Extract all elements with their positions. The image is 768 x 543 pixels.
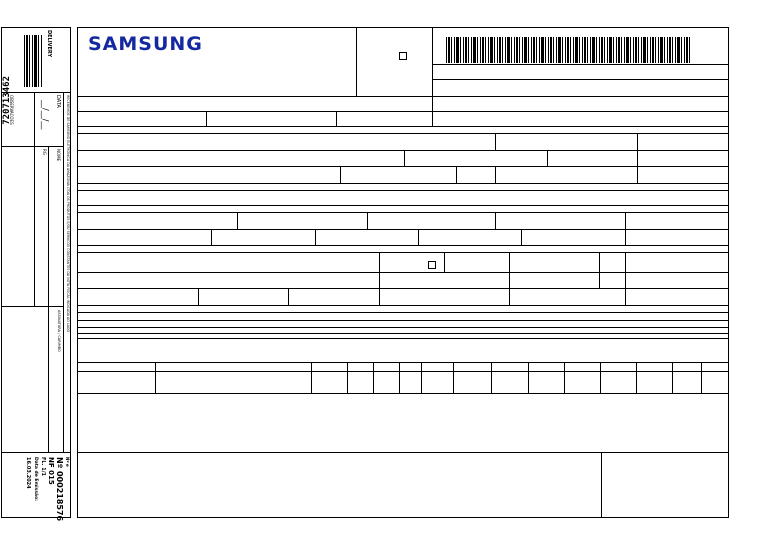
- row-line-150: [77, 150, 729, 151]
- row-line-183: [77, 183, 729, 184]
- row-line-212: [77, 212, 729, 213]
- dest-div-b: [637, 133, 638, 183]
- tax-div-4: [625, 212, 626, 245]
- nf-number: Nº 000218576: [55, 457, 64, 522]
- row-line-190: [77, 190, 729, 191]
- dest-div-g: [495, 166, 496, 183]
- row-line-312: [77, 312, 729, 313]
- row-line-252: [77, 252, 729, 253]
- tax-div-1: [237, 212, 238, 229]
- header-bottom: [77, 96, 729, 97]
- row-line-126: [77, 126, 729, 127]
- stub-divider-receipt: [63, 92, 64, 452]
- row-line-272: [77, 272, 729, 273]
- stub-divider-top: [1, 92, 71, 93]
- nf-label: Nº e: [65, 457, 70, 467]
- ie-div-2: [336, 111, 337, 126]
- additional-data-top: [77, 452, 729, 453]
- transp-div-2: [444, 252, 445, 272]
- tax-div-8: [521, 229, 522, 245]
- prod-col-12: [636, 362, 637, 393]
- dest-div-e: [340, 166, 341, 183]
- stub-divider-nome: [48, 146, 49, 306]
- observacoes-label: OBSERVACOES: [9, 95, 14, 125]
- tax-div-5: [211, 229, 212, 245]
- transp-div-4: [599, 252, 600, 288]
- vol-div-2: [288, 288, 289, 305]
- row-line-320: [77, 320, 729, 321]
- transp-div-3: [509, 252, 510, 305]
- stub-divider-rg: [34, 146, 35, 306]
- samsung-logo: SAMSUNG: [88, 33, 203, 55]
- prod-col-7: [453, 362, 454, 393]
- products-row-bottom: [77, 393, 729, 394]
- row-line-245: [77, 245, 729, 246]
- access-key-barcode: [446, 37, 692, 63]
- freight-checkbox[interactable]: [428, 261, 436, 269]
- ie-div-1: [206, 111, 207, 126]
- header-div-2: [432, 27, 433, 126]
- prod-col-4: [373, 362, 374, 393]
- stub-divider-data: [34, 92, 35, 146]
- row-line-205: [77, 205, 729, 206]
- stub-divider-sign-col: [48, 306, 49, 452]
- operation-type-checkbox[interactable]: [399, 52, 407, 60]
- row-line-288: [77, 288, 729, 289]
- products-header-bottom: [77, 371, 729, 372]
- dest-div-c: [404, 150, 405, 166]
- tax-div-2: [367, 212, 368, 229]
- prod-col-9: [528, 362, 529, 393]
- prod-col-13: [672, 362, 673, 393]
- transp-div-5: [625, 252, 626, 305]
- delivery-label: DELIVERY: [46, 30, 52, 58]
- prod-col-14: [701, 362, 702, 393]
- prod-col-6: [421, 362, 422, 393]
- emissao-label: Data de Emissão:: [33, 457, 38, 501]
- nf-serie: NF 015: [47, 457, 55, 485]
- dest-div-f: [456, 166, 457, 183]
- nome-label: NOME: [56, 149, 61, 162]
- receipt-text: RECEBEMOS DE SAMSUNG ELETRONICA DA AMAZO…: [66, 95, 70, 333]
- assinatura-label: ASSINATURA / CARIMBO: [57, 310, 61, 352]
- row-line-338: [77, 338, 729, 339]
- date-field: __/__/__: [41, 100, 50, 130]
- transp-div-1: [379, 252, 380, 305]
- data-label: DATA: [55, 95, 61, 108]
- dest-div-a: [495, 133, 496, 150]
- prod-col-11: [600, 362, 601, 393]
- prod-col-8: [491, 362, 492, 393]
- tax-div-7: [418, 229, 419, 245]
- header-key-line-1: [432, 64, 729, 65]
- tax-div-6: [315, 229, 316, 245]
- prod-col-5: [399, 362, 400, 393]
- prod-col-2: [311, 362, 312, 393]
- row-line-229: [77, 229, 729, 230]
- header-div-1: [356, 27, 357, 96]
- stub-divider-data-bottom: [1, 146, 63, 147]
- row-line-305: [77, 305, 729, 306]
- row-line-133: [77, 133, 729, 134]
- stub-barcode: [24, 35, 42, 87]
- tax-div-3: [495, 212, 496, 229]
- row-line-333: [77, 333, 729, 334]
- header-key-line-2: [432, 79, 729, 80]
- rg-label: RG: [42, 149, 47, 155]
- emissao-date: 16.03.2024: [25, 457, 31, 489]
- additional-data-div: [601, 452, 602, 518]
- prod-col-3: [347, 362, 348, 393]
- vol-div-1: [198, 288, 199, 305]
- prod-col-10: [564, 362, 565, 393]
- stub-divider-footer: [1, 452, 71, 453]
- stub-divider-sign: [1, 306, 63, 307]
- delivery-stub: [1, 27, 71, 518]
- products-header-top: [77, 362, 729, 363]
- row-line-111: [77, 111, 729, 112]
- row-line-327: [77, 327, 729, 328]
- dest-div-d: [547, 150, 548, 166]
- row-line-166: [77, 166, 729, 167]
- prod-col-1: [155, 362, 156, 393]
- nf-folha: FL. 1/1: [40, 457, 46, 477]
